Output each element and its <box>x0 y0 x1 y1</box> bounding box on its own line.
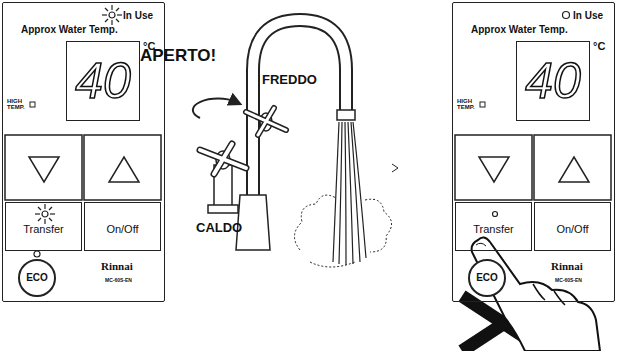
high-temp-label: HIGH TEMP. <box>457 98 477 111</box>
eco-button: ECO <box>18 259 56 297</box>
transfer-button: Transfer <box>5 202 82 251</box>
temp-caption: Approx Water Temp. <box>471 25 568 36</box>
onoff-button: On/Off <box>534 202 611 251</box>
cold-label: FREDDO <box>262 72 317 87</box>
button-label: ECO <box>476 273 498 283</box>
unit-label: °C <box>593 41 605 53</box>
control-panel: In UseApprox Water Temp. °C HIGH TEMP. Rinn… <box>452 2 615 302</box>
temperature-value: 40 <box>525 56 581 106</box>
high-temp-label: HIGH TEMP. <box>7 98 27 111</box>
transfer-button: Transfer <box>455 202 532 251</box>
action-label: APERTO! <box>140 46 216 66</box>
temperature-display: 40 <box>516 41 590 121</box>
brand-name: Rinnai <box>551 261 583 273</box>
button-label: Transfer <box>23 224 64 235</box>
hot-label: CALDO <box>196 220 242 235</box>
button-label: On/Off <box>556 224 588 235</box>
temp-caption: Approx Water Temp. <box>21 25 118 36</box>
model-number: MC-60S-EN <box>105 278 132 283</box>
in-use-label: In Use <box>123 11 153 22</box>
temperature-display: 40 <box>66 41 140 121</box>
brand-name: Rinnai <box>101 261 133 273</box>
eco-button: ECO <box>468 259 506 297</box>
in-use-label: In Use <box>573 11 603 22</box>
button-label: ECO <box>26 273 48 283</box>
model-number: MC-60S-EN <box>555 278 582 283</box>
button-label: On/Off <box>106 224 138 235</box>
temperature-value: 40 <box>75 56 131 106</box>
button-label: Transfer <box>473 224 514 235</box>
onoff-button: On/Off <box>84 202 161 251</box>
